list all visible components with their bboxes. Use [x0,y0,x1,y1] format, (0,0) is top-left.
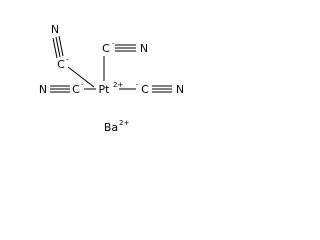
nitrogen-atom: N [51,23,59,36]
charge-label: - [66,56,69,64]
nitrogen-atom: N [39,83,47,96]
charge-label: 2+ [113,81,123,89]
charge-label: - [112,40,115,48]
triple-bond [152,85,172,93]
barium-counter-ion: Ba 2+ [104,119,130,134]
nitrogen-atom: N [140,42,148,55]
charge-label: - [81,81,84,89]
charge-label: 2+ [119,119,129,127]
cyanide-right: - C N [136,81,184,96]
platinum-center: Pt 2+ [99,81,124,96]
barium-tetracyanoplatinate-structure: N C - C - N Pt 2+ N [39,23,184,134]
cyanide-top-right: C - N [102,40,148,55]
triple-bond [52,35,64,59]
triple-bond [115,44,136,52]
carbon-atom: C [141,83,149,96]
nitrogen-atom: N [176,83,184,96]
carbon-atom: C [102,42,110,55]
cyanide-top-left: N C - [51,23,69,71]
charge-label: - [136,81,139,89]
cyanide-left: N C - [39,81,84,96]
carbon-atom: C [57,58,65,71]
carbon-platinum-bond [67,66,95,88]
barium-atom: Ba [104,121,118,134]
platinum-atom: Pt [99,83,111,96]
carbon-atom: C [72,83,80,96]
triple-bond [50,85,70,93]
